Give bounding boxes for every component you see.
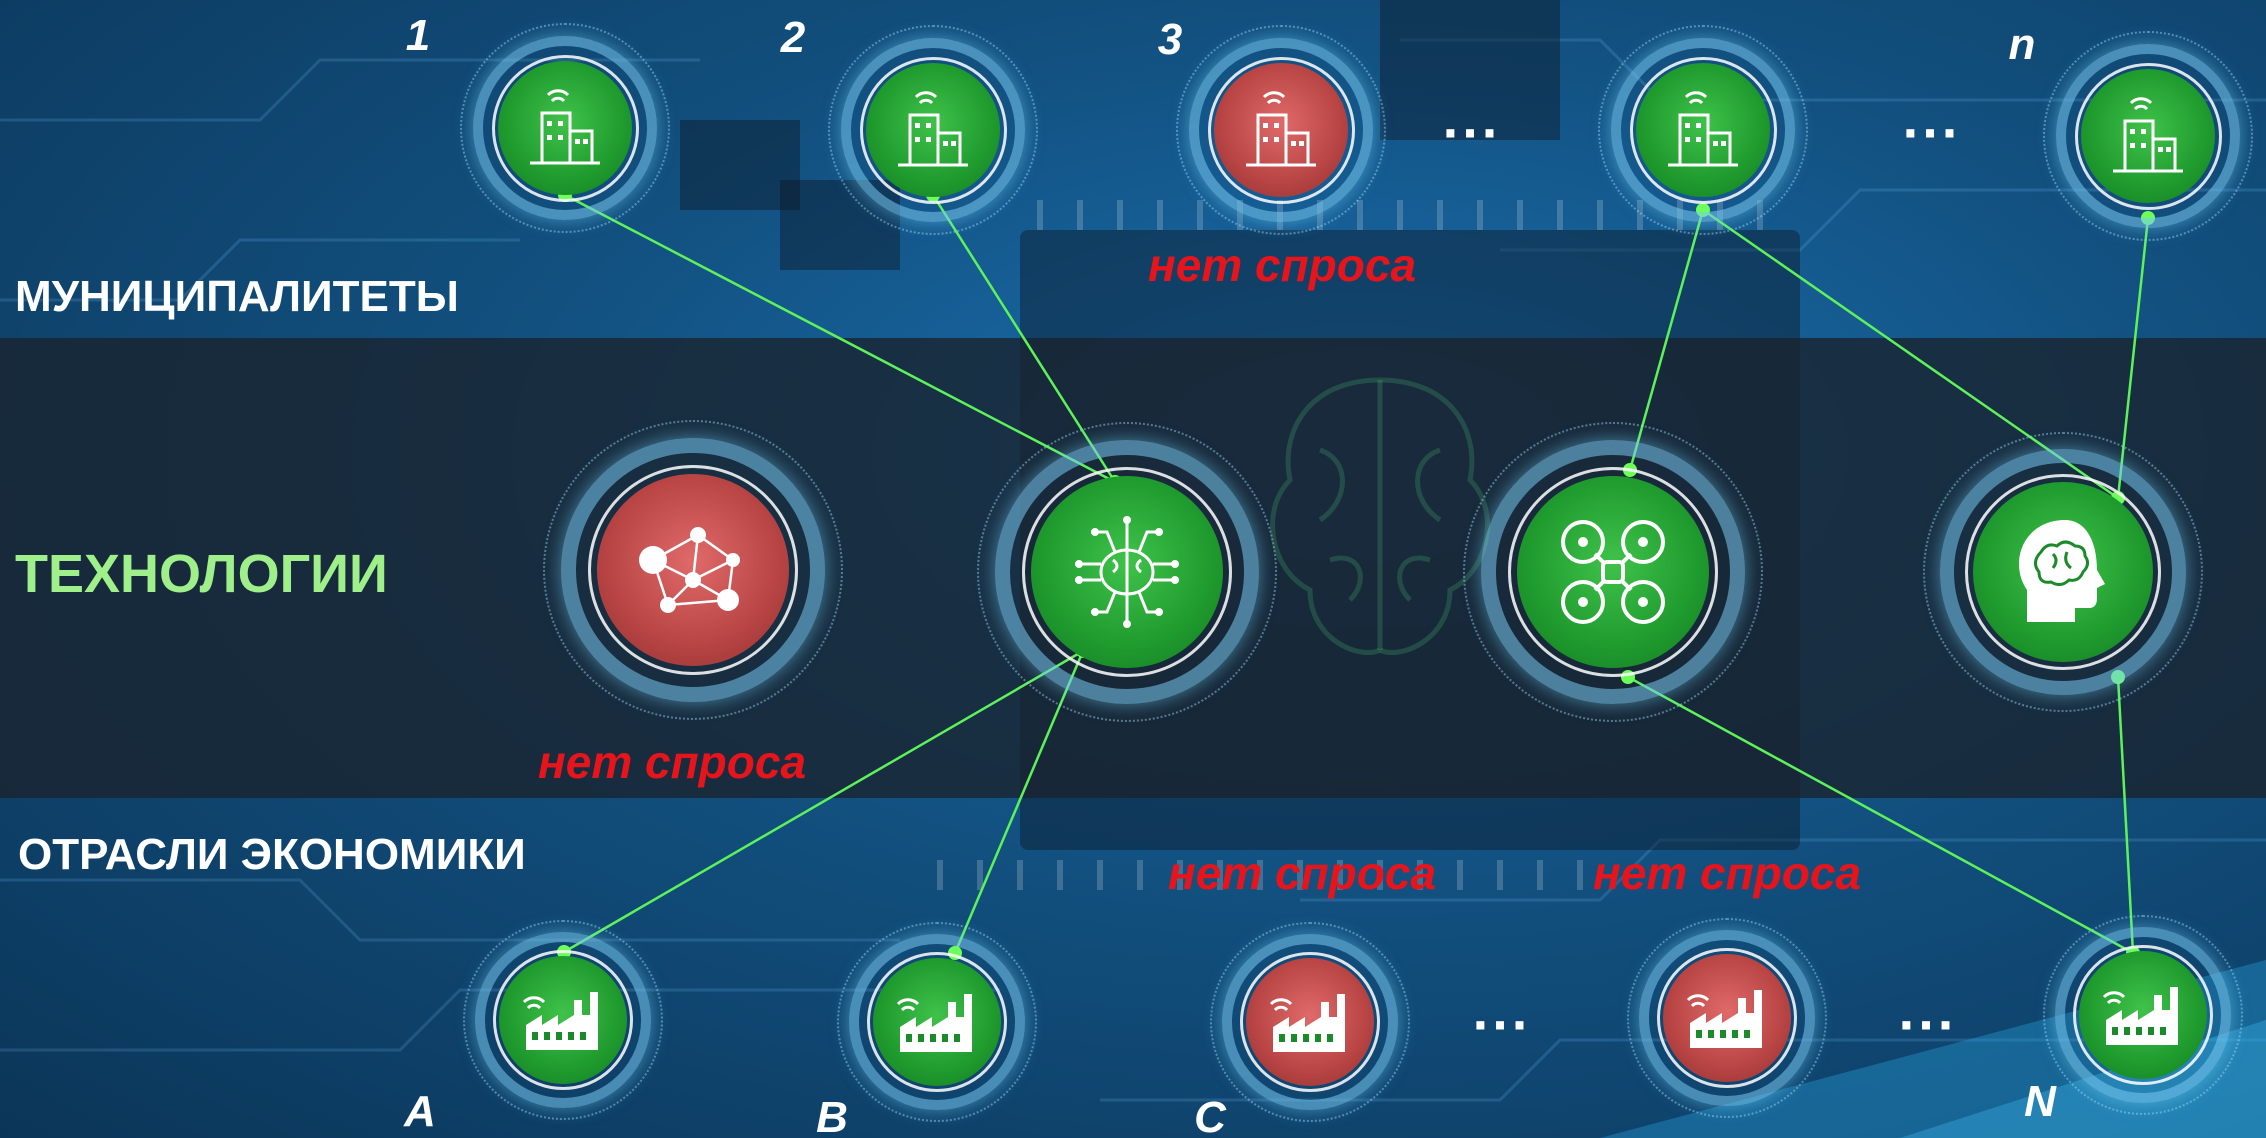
municipality-node-2 [828,25,1038,235]
connector-drone-n [1627,675,2134,955]
ellipsis-bottom-2: ... [1898,978,1958,1042]
building-icon [530,89,600,165]
ellipsis-bottom-1: ... [1472,978,1532,1042]
no-demand-label-industry-c: нет спроса [1167,847,1437,899]
building-icon [1668,91,1738,167]
industry-node-A [463,920,663,1120]
building-icon [898,91,968,167]
industry-label-b: B [816,1093,848,1138]
connector-1-ai [564,193,1116,484]
factory-icon [1686,990,1762,1048]
building-icon [2113,97,2183,173]
human-head-brain-icon [2019,520,2105,622]
connector-head-n [2116,676,2135,954]
industry-node-C [1210,922,1410,1122]
industry-node-B [837,922,1037,1122]
no-demand-label-industry-4: нет спроса [1592,847,1862,899]
factory-icon [2102,987,2178,1045]
municipality-label-2: 2 [780,13,806,62]
technologies-row-label: ТЕХНОЛОГИИ [15,544,388,604]
technology-node-2 [977,422,1277,722]
ellipsis-top-2: ... [1902,86,1962,150]
industries-row-label: ОТРАСЛИ ЭКОНОМИКИ [18,830,526,879]
technology-node-1 [543,420,843,720]
industry-label-c: C [1194,1093,1226,1138]
building-icon [1246,91,1316,167]
municipality-label-1: 1 [405,11,431,60]
factory-icon [896,994,972,1052]
municipality-node-n [2043,31,2253,241]
municipalities-row-label: МУНИЦИПАЛИТЕТЫ [15,272,459,321]
no-demand-label-municipality-3: нет спроса [1147,239,1417,291]
connector-ai-a [563,649,1084,954]
municipality-label-3: 3 [1157,15,1183,64]
municipality-label-n: n [2008,20,2036,69]
municipality-node-1 [460,23,670,233]
factory-icon [1269,994,1345,1052]
industry-node-item4 [1627,918,1827,1118]
ellipsis-top-1: ... [1442,86,1502,150]
municipality-node-3 [1176,25,1386,235]
brain-watermark-icon [1270,377,1490,655]
drone-icon [1561,520,1665,624]
ai-brain-circuit-icon [1075,516,1179,628]
municipality-node-item4 [1598,25,1808,235]
no-demand-label-network: нет спроса [537,736,807,788]
technology-node-3 [1463,422,1763,722]
industry-node-N [2043,915,2243,1115]
industry-label-n: N [2024,1077,2056,1126]
industry-label-a: A [404,1087,436,1136]
factory-icon [522,992,598,1050]
network-icon [639,527,740,613]
technology-node-4 [1923,432,2203,712]
